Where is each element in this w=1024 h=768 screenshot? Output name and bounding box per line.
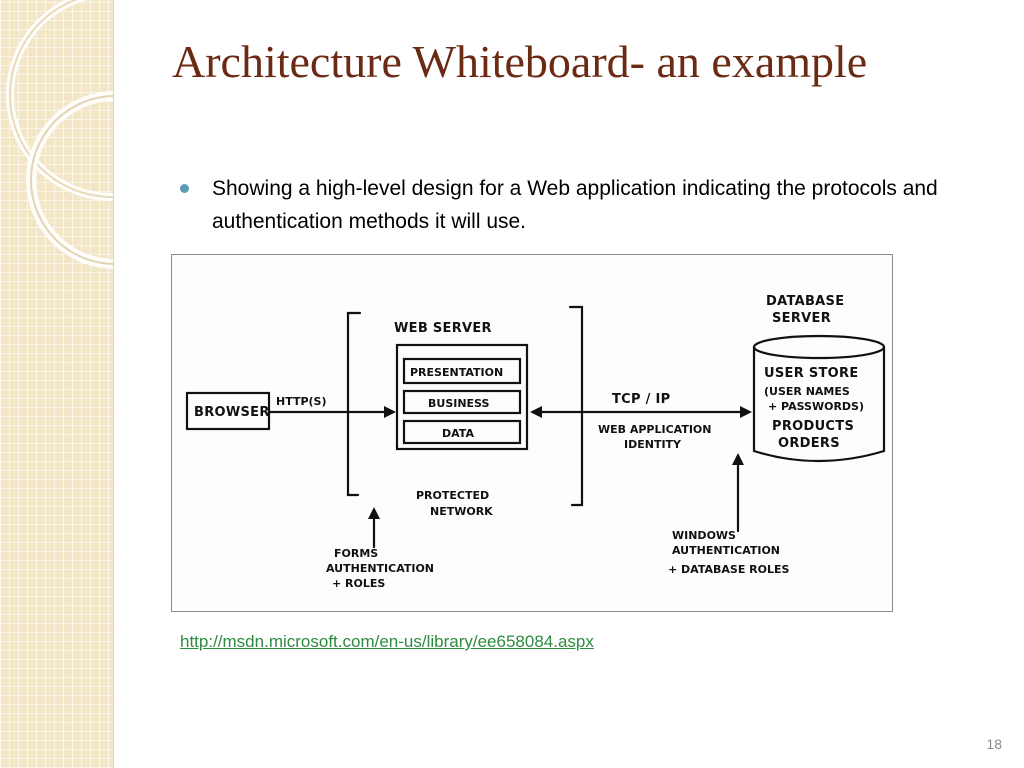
http-label: HTTP(S) <box>276 395 327 408</box>
bullet-item: Showing a high-level design for a Web ap… <box>180 172 960 238</box>
bullet-text: Showing a high-level design for a Web ap… <box>212 177 938 233</box>
data-label: DATA <box>442 427 474 440</box>
windows-label-3: + DATABASE ROLES <box>668 563 790 576</box>
presentation-label: PRESENTATION <box>410 366 503 379</box>
decorative-side-strip <box>0 0 114 768</box>
diagram-drawing: BROWSER HTTP(S) WEB SERVER PRESENTATION … <box>185 294 886 590</box>
bullet-dot-icon <box>180 184 189 193</box>
forms-label-3: + ROLES <box>332 577 385 590</box>
web-server-label: WEB SERVER <box>394 321 492 336</box>
tcp-arrowhead-left <box>530 406 542 418</box>
products-label: PRODUCTS <box>772 419 854 434</box>
windows-label-2: AUTHENTICATION <box>672 544 780 557</box>
slide-title: Architecture Whiteboard- an example <box>172 36 868 87</box>
http-arrowhead <box>384 406 396 418</box>
forms-label-2: AUTHENTICATION <box>326 562 434 575</box>
page-number: 18 <box>986 736 1002 752</box>
web-server-right-bracket <box>568 305 584 507</box>
forms-label-1: FORMS <box>334 547 378 560</box>
identity-label-2: IDENTITY <box>624 438 682 451</box>
protected-label-2: NETWORK <box>430 505 493 518</box>
decorative-rings <box>6 0 113 269</box>
database-cylinder-body <box>752 345 886 463</box>
windows-label-1: WINDOWS <box>672 529 736 542</box>
windows-arrowhead <box>732 453 744 465</box>
tcp-arrowhead-right <box>740 406 752 418</box>
protected-label-1: PROTECTED <box>416 489 489 502</box>
bullet-list: Showing a high-level design for a Web ap… <box>180 172 960 238</box>
orders-label: ORDERS <box>778 436 840 451</box>
architecture-diagram: BROWSER HTTP(S) WEB SERVER PRESENTATION … <box>171 254 893 612</box>
passwords-label: + PASSWORDS) <box>768 400 864 413</box>
database-label-1: DATABASE <box>766 294 844 309</box>
browser-label: BROWSER <box>194 405 270 420</box>
identity-label-1: WEB APPLICATION <box>598 423 712 436</box>
presentation-box <box>402 357 522 385</box>
database-cylinder-top <box>752 334 886 360</box>
user-store-label: USER STORE <box>764 366 859 381</box>
business-box <box>402 389 522 415</box>
database-label-2: SERVER <box>772 311 831 326</box>
data-box <box>402 419 522 445</box>
source-link[interactable]: http://msdn.microsoft.com/en-us/library/… <box>180 632 594 651</box>
user-names-label: (USER NAMES <box>764 385 850 398</box>
forms-arrowhead <box>368 507 380 519</box>
tcp-label: TCP / IP <box>612 392 671 407</box>
web-server-left-bracket <box>346 311 362 497</box>
business-label: BUSINESS <box>428 397 489 410</box>
web-server-box <box>395 343 529 451</box>
